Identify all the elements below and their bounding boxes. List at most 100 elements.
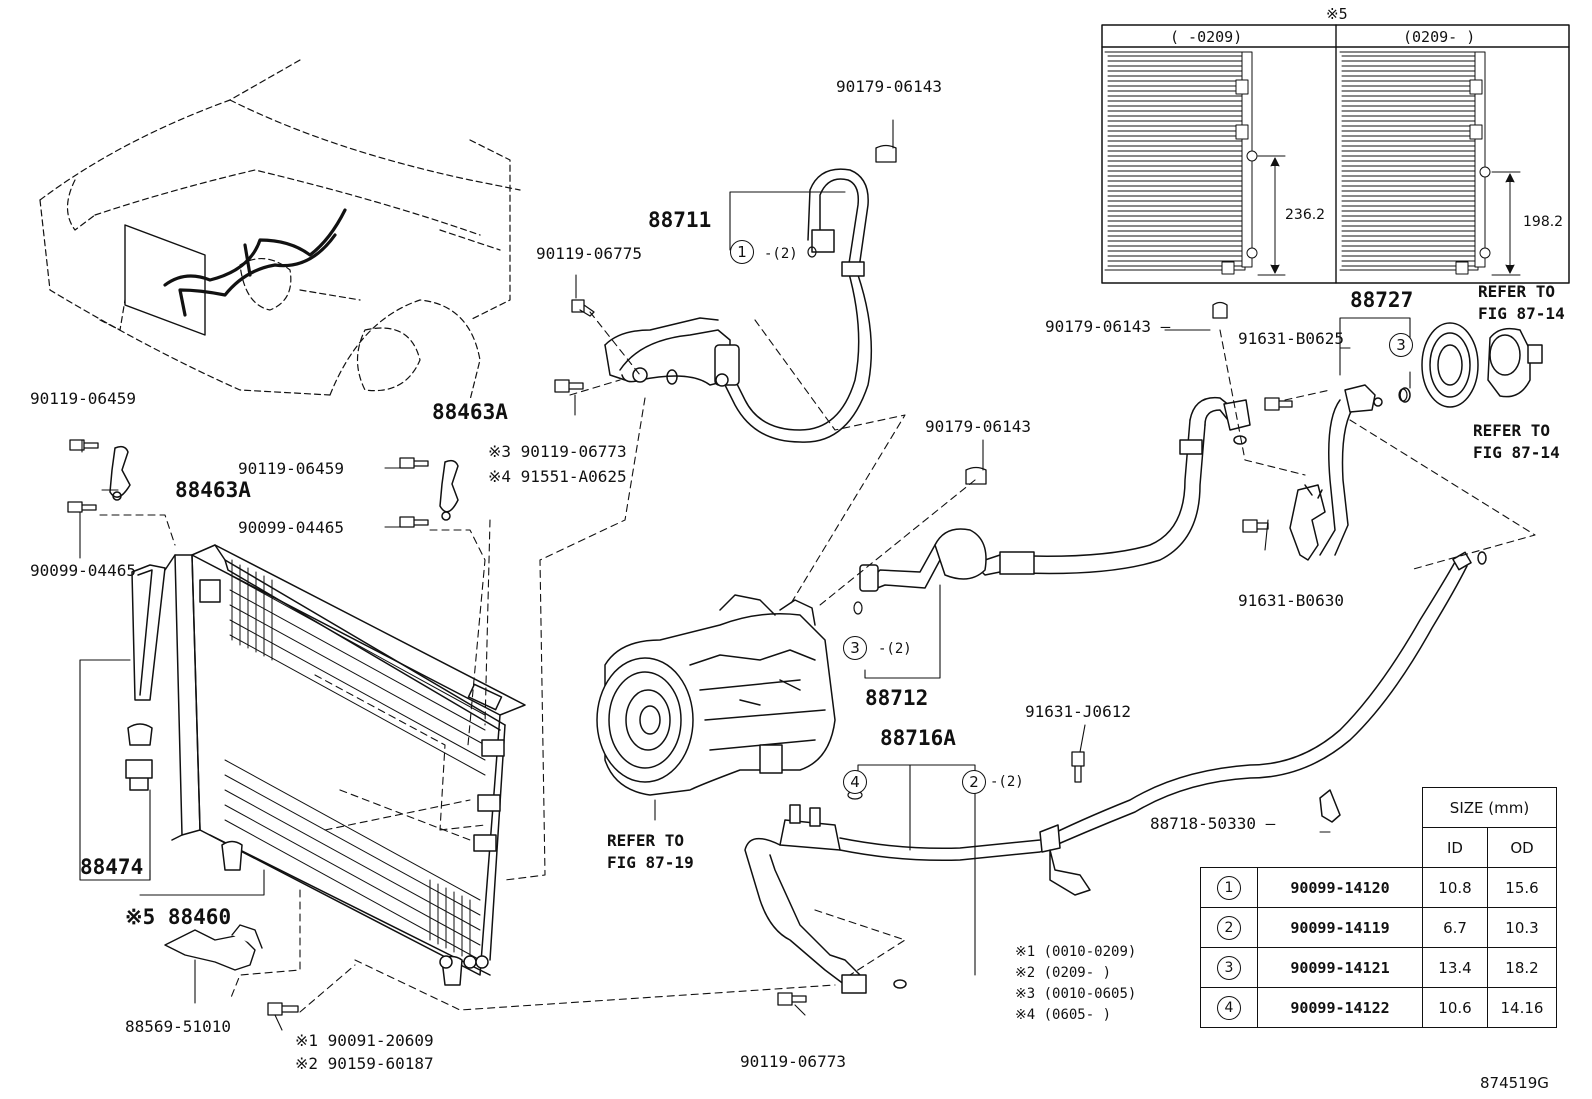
size-table-header: SIZE (mm) <box>1422 787 1557 828</box>
label-88716A: 88716A <box>880 726 956 750</box>
label-refer-fig-87-14-top-2: FIG 87-14 <box>1478 304 1565 323</box>
row-od: 10.3 <box>1487 907 1557 948</box>
label-qty-2-c: -(2) <box>990 774 1024 790</box>
bracket-88463A-left <box>109 445 131 501</box>
label-refer-fig-87-14-top: REFER TO <box>1478 282 1556 301</box>
row-od: 15.6 <box>1487 867 1557 908</box>
label-qty-2-b: -(2) <box>878 641 912 657</box>
label-90099-04465-left: 90099-04465 <box>30 561 136 580</box>
bracket-88463A-right <box>439 459 459 521</box>
label-88711: 88711 <box>648 208 712 232</box>
label-91551-A0625: ※4 91551-A0625 <box>488 467 627 486</box>
expansion-valve-parts <box>1421 322 1543 408</box>
row-id: 6.7 <box>1422 907 1488 948</box>
condenser-inset <box>1101 24 1570 284</box>
size-table-subheader-row: ID OD <box>1201 827 1557 868</box>
marker-circle-2: 2 <box>962 770 986 794</box>
label-91631-J0612: 91631-J0612 <box>1025 702 1131 721</box>
condenser-fins <box>224 559 486 961</box>
o-ring-size-table: SIZE (mm) ID OD 1 90099-14120 10.8 15.6 … <box>1200 787 1557 1028</box>
label-88712: 88712 <box>865 686 929 710</box>
label-inset-mark: ※5 <box>1326 5 1348 23</box>
note-4: ※4 (0605- ) <box>1015 1007 1112 1023</box>
size-table-col-id: ID <box>1422 827 1488 868</box>
figure-id: 874519G <box>1480 1074 1549 1092</box>
row-part: 90099-14120 <box>1257 867 1423 908</box>
note-3: ※3 (0010-0605) <box>1015 986 1137 1002</box>
size-table-col-od: OD <box>1487 827 1557 868</box>
label-qty-2-a: -(2) <box>764 246 798 262</box>
inset-condenser-left <box>1104 51 1286 276</box>
label-90119-06773-bottom: 90119-06773 <box>740 1052 846 1071</box>
label-90179-06143-right: 90179-06143 — <box>1045 317 1171 336</box>
label-refer-fig-87-19-2: FIG 87-19 <box>607 853 694 872</box>
label-88474: 88474 <box>80 855 144 879</box>
row-mark: 1 <box>1217 875 1241 900</box>
label-inset-left: ( -0209) <box>1170 28 1243 46</box>
size-table-header-row: SIZE (mm) <box>1201 787 1557 828</box>
table-row: 3 90099-14121 13.4 18.2 <box>1200 947 1557 988</box>
vehicle-radiator-panel <box>124 224 206 336</box>
row-mark: 3 <box>1217 955 1241 980</box>
row-id: 13.4 <box>1422 947 1488 988</box>
row-od: 18.2 <box>1487 947 1557 988</box>
label-90099-04465-right: 90099-04465 <box>238 518 344 537</box>
label-90119-06459-left: 90119-06459 <box>30 389 136 408</box>
label-88460: ※5 88460 <box>125 905 232 929</box>
vehicle-outline <box>39 59 521 401</box>
row-id: 10.8 <box>1422 867 1488 908</box>
label-88718-50330: 88718-50330 — <box>1150 814 1276 833</box>
dashed-connectors <box>99 311 1536 1013</box>
label-90179-06143-mid: 90179-06143 <box>925 417 1031 436</box>
bolts <box>67 144 1293 1016</box>
note-2: ※2 (0209- ) <box>1015 965 1112 981</box>
note-1: ※1 (0010-0209) <box>1015 944 1137 960</box>
row-part: 90099-14122 <box>1257 987 1423 1028</box>
row-part: 90099-14119 <box>1257 907 1423 948</box>
vehicle-ac-lines <box>163 208 347 317</box>
row-mark: 2 <box>1217 915 1241 940</box>
label-refer-fig-87-19: REFER TO <box>607 831 685 850</box>
o-rings <box>807 246 1408 800</box>
applicability-notes: ※1 (0010-0209) ※2 (0209- ) ※3 (0010-0605… <box>1015 942 1136 1026</box>
label-90091-20609: ※1 90091-20609 <box>295 1031 434 1050</box>
receiver-parts <box>125 564 166 791</box>
suction-hose-88711 <box>604 168 873 443</box>
label-90119-06459-right: 90119-06459 <box>238 459 344 478</box>
label-91631-B0630: 91631-B0630 <box>1238 591 1344 610</box>
label-refer-fig-87-14-bottom-2: FIG 87-14 <box>1473 443 1560 462</box>
inset-condenser-right <box>1339 51 1521 276</box>
table-row: 2 90099-14119 6.7 10.3 <box>1200 907 1557 948</box>
table-row: 1 90099-14120 10.8 15.6 <box>1200 867 1557 908</box>
row-id: 10.6 <box>1422 987 1488 1028</box>
label-refer-fig-87-14-bottom: REFER TO <box>1473 421 1551 440</box>
label-dim-198: 198.2 <box>1523 214 1564 230</box>
liquid-line-88716A <box>744 551 1487 994</box>
label-88463A-left: 88463A <box>175 478 251 502</box>
label-88569-51010: 88569-51010 <box>125 1017 231 1036</box>
row-mark: 4 <box>1217 995 1241 1020</box>
condenser-assembly <box>164 544 526 986</box>
label-90159-60187: ※2 90159-60187 <box>295 1054 434 1073</box>
bracket-88569 <box>164 924 263 971</box>
label-90119-06773-compressor: ※3 90119-06773 <box>488 442 627 461</box>
marker-circle-3-88712: 3 <box>843 636 867 660</box>
marker-circle-1: 1 <box>730 240 754 264</box>
label-88727: 88727 <box>1350 288 1414 312</box>
discharge-hose-88712 <box>859 396 1251 592</box>
label-inset-right: (0209- ) <box>1403 28 1476 46</box>
row-part: 90099-14121 <box>1257 947 1423 988</box>
label-90179-06143-top: 90179-06143 <box>836 77 942 96</box>
pipe-88727 <box>1289 384 1411 561</box>
marker-circle-4: 4 <box>843 770 867 794</box>
label-90119-06775: 90119-06775 <box>536 244 642 263</box>
label-91631-B0625: 91631-B0625 <box>1238 329 1344 348</box>
marker-circle-3-88727: 3 <box>1389 333 1413 357</box>
label-88463A-right: 88463A <box>432 400 508 424</box>
row-od: 14.16 <box>1487 987 1557 1028</box>
table-row: 4 90099-14122 10.6 14.16 <box>1200 987 1557 1028</box>
label-dim-236: 236.2 <box>1285 207 1326 223</box>
compressor-body <box>596 594 836 796</box>
